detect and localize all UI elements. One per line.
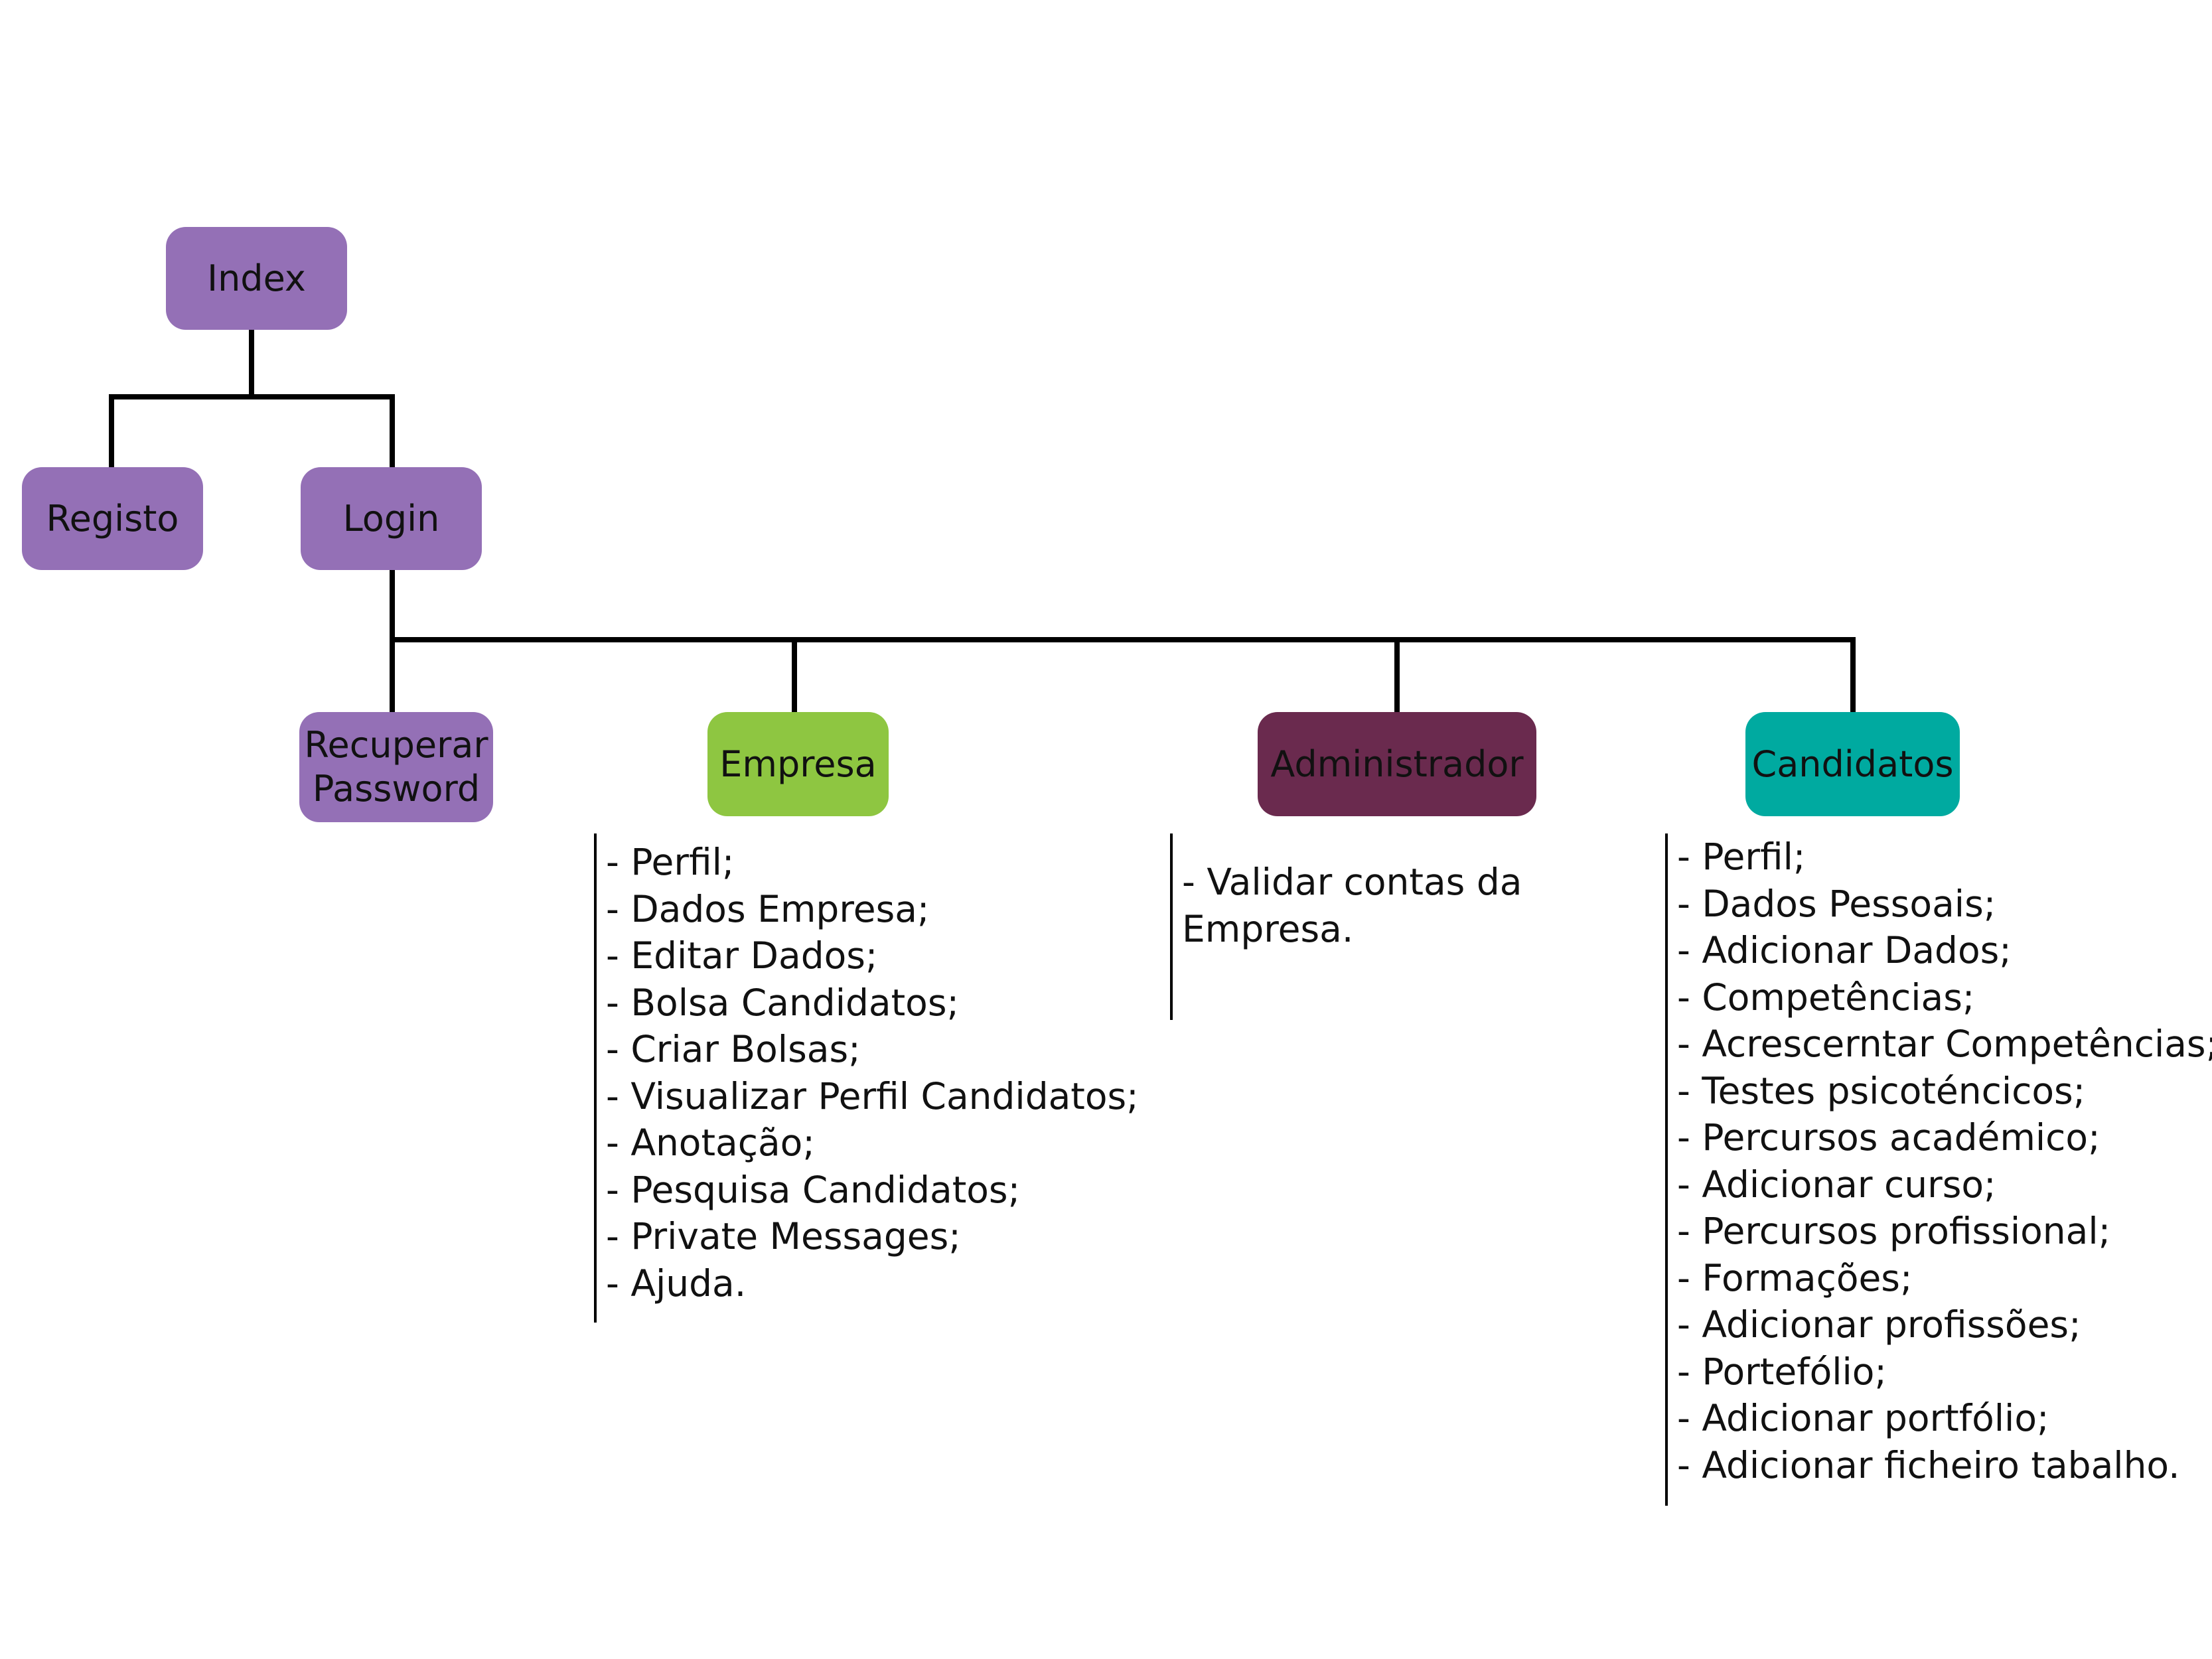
list-item: - Perfil; — [606, 841, 735, 883]
node-candidatos[interactable]: Candidatos — [1745, 712, 1960, 816]
node-registo-label: Registo — [46, 497, 179, 540]
connector-registo-login-bar — [109, 394, 395, 399]
connector-to-login — [390, 394, 395, 468]
list-item: - Portefólio; — [1677, 1350, 1887, 1393]
node-recuperar-line2: Password — [312, 768, 480, 810]
list-item: - Adicionar curso; — [1677, 1163, 1996, 1206]
list-item: - Private Messages; — [606, 1215, 961, 1258]
candidatos-feature-list: - Perfil; - Dados Pessoais; - Adicionar … — [1665, 833, 2212, 1506]
list-item: - Editar Dados; — [606, 934, 878, 977]
connector-to-registo — [109, 394, 114, 468]
node-empresa[interactable]: Empresa — [707, 712, 889, 816]
list-item: - Adicionar profissões; — [1677, 1303, 2081, 1346]
list-item: - Pesquisa Candidatos; — [606, 1168, 1021, 1211]
connector-index-down — [249, 329, 254, 397]
node-recuperar-password[interactable]: Recuperar Password — [299, 712, 493, 822]
node-candidatos-label: Candidatos — [1751, 743, 1954, 785]
list-item: - Criar Bolsas; — [606, 1028, 861, 1070]
node-administrador-label: Administrador — [1270, 743, 1524, 785]
node-empresa-label: Empresa — [719, 743, 877, 785]
list-item: - Visualizar Perfil Candidatos; — [606, 1074, 1139, 1118]
list-item: - Adicionar Dados; — [1677, 929, 2012, 972]
list-item: - Percursos académico; — [1677, 1116, 2101, 1159]
list-item: Empresa. — [1182, 907, 1354, 950]
administrador-feature-list: - Validar contas da Empresa. — [1170, 833, 1522, 1020]
node-login[interactable]: Login — [301, 467, 482, 570]
node-registo[interactable]: Registo — [22, 467, 203, 570]
list-item: - Competências; — [1677, 975, 1975, 1019]
list-item: - Dados Pessoais; — [1677, 882, 1996, 925]
list-item: - Validar contas da — [1182, 861, 1522, 903]
list-item: - Perfil; — [1677, 835, 1806, 878]
node-login-label: Login — [342, 497, 440, 540]
list-item: - Dados Empresa; — [606, 887, 930, 930]
connector-to-administrador — [1394, 637, 1400, 712]
node-administrador[interactable]: Administrador — [1258, 712, 1536, 816]
list-item: - Adicionar ficheiro tabalho. — [1677, 1443, 2180, 1486]
connector-login-children-bar — [390, 637, 1856, 642]
list-item: - Testes psicoténcicos; — [1677, 1069, 2086, 1112]
node-recuperar-line1: Recuperar — [304, 724, 488, 766]
node-recuperar-password-label: Recuperar Password — [304, 723, 488, 811]
connector-to-empresa — [792, 637, 797, 712]
list-item: - Bolsa Candidatos; — [606, 981, 960, 1024]
list-item: - Formações; — [1677, 1256, 1913, 1299]
list-item: - Anotação; — [606, 1121, 815, 1164]
list-item: - Percursos profissional; — [1677, 1210, 2111, 1252]
list-item: - Adicionar portfólio; — [1677, 1397, 2049, 1439]
connector-to-candidatos — [1850, 637, 1856, 712]
list-item: - Ajuda. — [606, 1262, 747, 1305]
empresa-feature-list: - Perfil; - Dados Empresa; - Editar Dado… — [594, 833, 1139, 1323]
list-item: - Acrescerntar Competências; — [1677, 1023, 2212, 1065]
node-index-label: Index — [207, 257, 306, 299]
node-index[interactable]: Index — [166, 227, 347, 330]
